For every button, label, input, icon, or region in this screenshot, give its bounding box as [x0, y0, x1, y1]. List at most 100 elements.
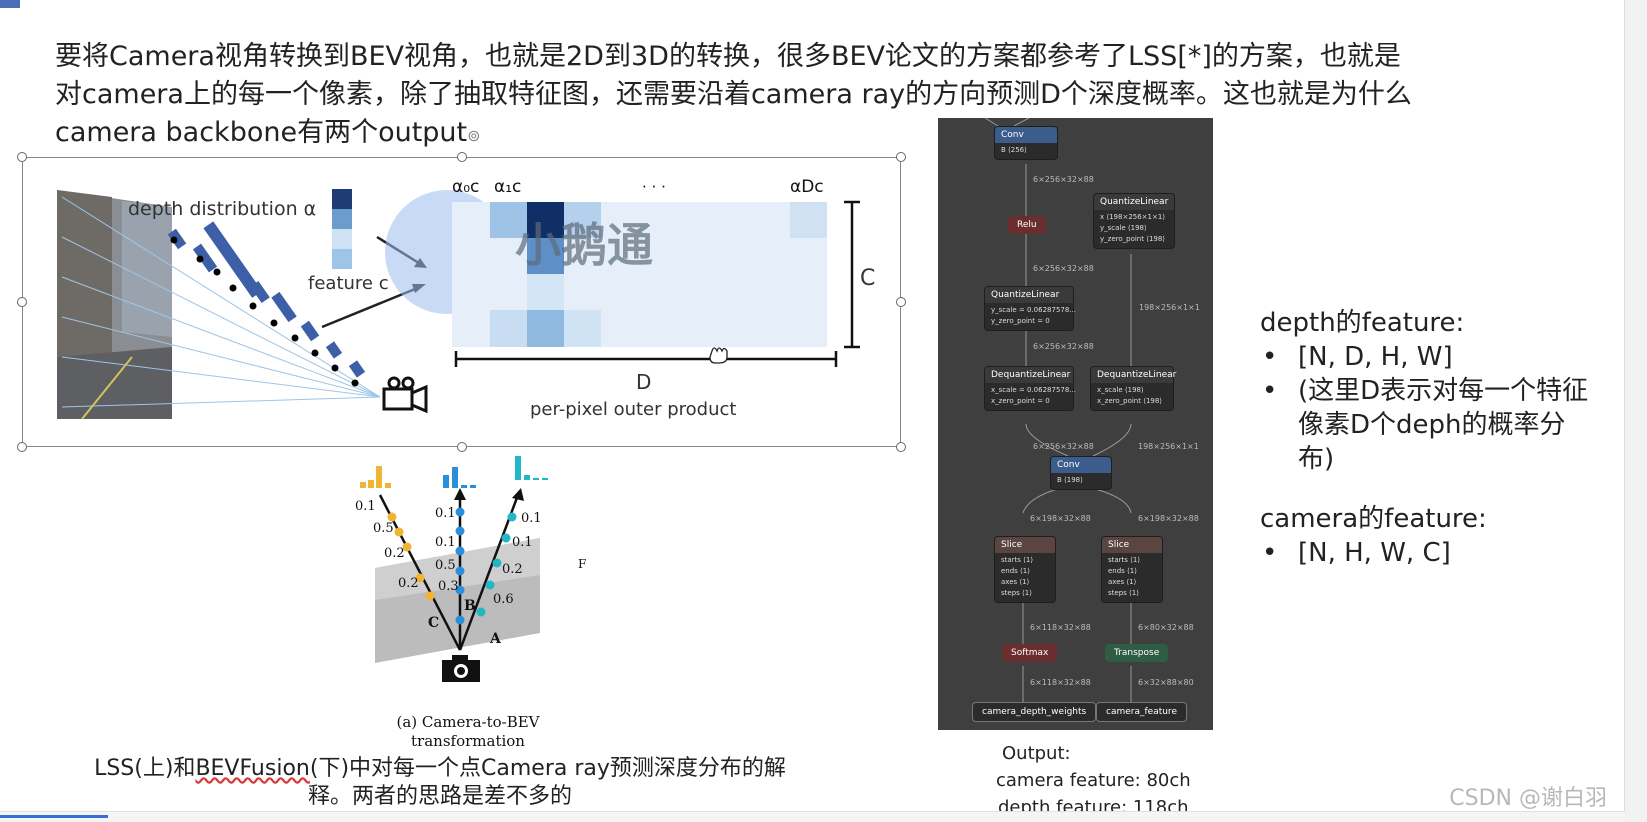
right-ray-points	[476, 512, 517, 617]
bevfusion-figure: 0.1 0.5 0.2 0.2 0.1 0.1 0.5 0.3 0.1 0.1 …	[355, 456, 586, 750]
quantize-linear-left-rows: y_scale = 0.06287578... y_zero_point = 0	[985, 303, 1076, 330]
output-title: Output:	[1002, 743, 1071, 764]
output-camera-depth-weights[interactable]: camera_depth_weights	[972, 702, 1097, 722]
slice-left-row-2: ends ⟨1⟩	[1001, 567, 1030, 575]
right-value-1: 0.1	[521, 511, 542, 526]
left-value-2: 0.5	[373, 521, 394, 536]
mid-value-2: 0.1	[435, 535, 456, 550]
intro-line-1: 要将Camera视角转换到BEV视角，也就是2D到3D的转换，很多BEV论文的方…	[55, 41, 1401, 72]
resize-handle-sw[interactable]	[17, 442, 27, 452]
resize-handle-s[interactable]	[457, 442, 467, 452]
onnx-graph-panel: Conv B ⟨256⟩ 6×256×32×88 Relu QuantizeLi…	[938, 118, 1213, 730]
dq-right-row-1: x_scale ⟨198⟩	[1097, 386, 1144, 394]
camera-icon	[382, 376, 428, 414]
slice-left-title: Slice	[995, 537, 1055, 553]
depth-distribution-label: depth distribution α	[128, 198, 316, 220]
corner-mark	[0, 0, 20, 8]
csdn-watermark: CSDN @谢白羽	[1449, 786, 1607, 811]
right-value-4: 0.6	[493, 592, 514, 607]
feature-column	[332, 189, 352, 269]
depth-points	[170, 236, 359, 387]
resize-handle-n[interactable]	[457, 152, 467, 162]
intro-line-3-text: camera backbone有两个output	[55, 117, 468, 148]
edge-label-10: 6×80×32×88	[1138, 623, 1194, 632]
depth-feature-title: depth的feature:	[1260, 308, 1465, 338]
quantize-linear-left-title: QuantizeLinear	[985, 287, 1073, 303]
left-value-1: 0.1	[355, 499, 376, 514]
left-ray-points	[387, 512, 435, 601]
depth-feature-item-2: (这里D表示对每一个特征像素D个deph的概率分布)	[1260, 374, 1598, 476]
slice-node-right[interactable]: Slice starts ⟨1⟩ ends ⟨1⟩ axes ⟨1⟩ steps…	[1101, 536, 1163, 603]
output-summary: Output: camera feature: 80ch depth featu…	[996, 740, 1191, 821]
f-label: F	[578, 557, 586, 571]
slice-right-rows: starts ⟨1⟩ ends ⟨1⟩ axes ⟨1⟩ steps ⟨1⟩	[1102, 553, 1162, 602]
caption-pre: LSS(上)和	[94, 756, 196, 781]
feature-notes: depth的feature: [N, D, H, W] (这里D表示对每一个特征…	[1260, 306, 1598, 596]
edge-label-1: 6×256×32×88	[1033, 175, 1094, 184]
conv-node-2-row: B ⟨198⟩	[1057, 476, 1083, 484]
slice-left-row-4: steps ⟨1⟩	[1001, 589, 1032, 597]
dequantize-linear-left[interactable]: DequantizeLinear x_scale = 0.06287578...…	[984, 366, 1076, 411]
resize-handle-e[interactable]	[896, 297, 906, 307]
camera-feature-title: camera的feature:	[1260, 504, 1487, 534]
mid-value-4: 0.3	[438, 579, 459, 594]
col-label-dots: · · ·	[642, 178, 666, 196]
left-value-3: 0.2	[384, 546, 405, 561]
quantize-linear-right-title: QuantizeLinear	[1094, 194, 1174, 210]
slice-node-left[interactable]: Slice starts ⟨1⟩ ends ⟨1⟩ axes ⟨1⟩ steps…	[994, 536, 1056, 603]
edge-label-5: 6×256×32×88	[1033, 442, 1094, 451]
slice-right-row-2: ends ⟨1⟩	[1108, 567, 1137, 575]
mid-value-3: 0.5	[435, 558, 456, 573]
edge-label-3: 6×256×32×88	[1033, 342, 1094, 351]
c-label: C	[860, 266, 875, 291]
edge-label-6: 198×256×1×1	[1138, 442, 1199, 451]
conv-node-2-title: Conv	[1051, 457, 1111, 473]
col-label-last: αDc	[790, 177, 824, 197]
output-camera-feature[interactable]: camera_feature	[1096, 702, 1187, 722]
intro-paragraph: 要将Camera视角转换到BEV视角，也就是2D到3D的转换，很多BEV论文的方…	[55, 38, 1455, 155]
dequantize-linear-right-title: DequantizeLinear	[1091, 367, 1176, 383]
ql-right-row-2: y_scale ⟨198⟩	[1100, 224, 1147, 232]
point-a-label: A	[489, 631, 502, 647]
ql-right-row-3: y_zero_point ⟨198⟩	[1100, 235, 1166, 243]
right-scrollbar[interactable]	[1624, 0, 1647, 822]
right-value-2: 0.1	[512, 535, 533, 550]
relu-node[interactable]: Relu	[1008, 216, 1046, 234]
right-value-3: 0.2	[502, 562, 523, 577]
watermark-text: 小鹅通	[515, 218, 653, 272]
slice-left-row-1: starts ⟨1⟩	[1001, 556, 1034, 564]
page-progress-indicator	[0, 815, 108, 818]
conv-node-1-row: B ⟨256⟩	[1001, 146, 1027, 154]
output-camera: camera feature: 80ch	[996, 770, 1191, 791]
caption-underlined: BEVFusion	[195, 756, 310, 781]
camera-feature-item-1: [N, H, W, C]	[1260, 536, 1598, 570]
intro-line-2: 对camera上的每一个像素，除了抽取特征图，还需要沿着camera ray的方…	[55, 79, 1412, 110]
camera-icon-bottom	[442, 655, 480, 682]
resize-handle-w[interactable]	[17, 297, 27, 307]
conv-node-2[interactable]: Conv B ⟨198⟩	[1050, 456, 1112, 490]
quantize-linear-right[interactable]: QuantizeLinear x ⟨198×256×1×1⟩ y_scale ⟨…	[1093, 193, 1175, 249]
resize-handle-se[interactable]	[896, 442, 906, 452]
middle-ray-points	[455, 507, 465, 625]
outer-product-label: per-pixel outer product	[530, 399, 736, 420]
caption-line-1: LSS(上)和BEVFusion(下)中对每一个点Camera ray预测深度分…	[60, 755, 820, 783]
resize-handle-nw[interactable]	[17, 152, 27, 162]
ray-a	[458, 494, 520, 651]
slice-right-row-1: starts ⟨1⟩	[1108, 556, 1141, 564]
resize-handle-ne[interactable]	[896, 152, 906, 162]
conv-node-1[interactable]: Conv B ⟨256⟩	[994, 126, 1058, 160]
edge-label-9: 6×118×32×88	[1030, 623, 1091, 632]
ql-right-row-1: x ⟨198×256×1×1⟩	[1100, 213, 1166, 221]
bevfusion-caption-2: transformation	[411, 732, 525, 750]
edge-label-4: 198×256×1×1	[1139, 303, 1200, 312]
softmax-node[interactable]: Softmax	[1002, 644, 1058, 662]
left-value-4: 0.2	[398, 576, 419, 591]
anchor-icon: ⊚	[467, 126, 481, 145]
dequantize-linear-right-rows: x_scale ⟨198⟩ x_zero_point ⟨198⟩	[1091, 383, 1173, 410]
dequantize-linear-right[interactable]: DequantizeLinear x_scale ⟨198⟩ x_zero_po…	[1090, 366, 1176, 411]
quantize-linear-left[interactable]: QuantizeLinear y_scale = 0.06287578... y…	[984, 286, 1076, 331]
ql-left-row-1: y_scale = 0.06287578...	[991, 306, 1076, 314]
transpose-node[interactable]: Transpose	[1105, 644, 1169, 662]
depth-feature-item-1: [N, D, H, W]	[1260, 340, 1598, 374]
bevfusion-caption-1: (a) Camera-to-BEV	[396, 713, 540, 731]
